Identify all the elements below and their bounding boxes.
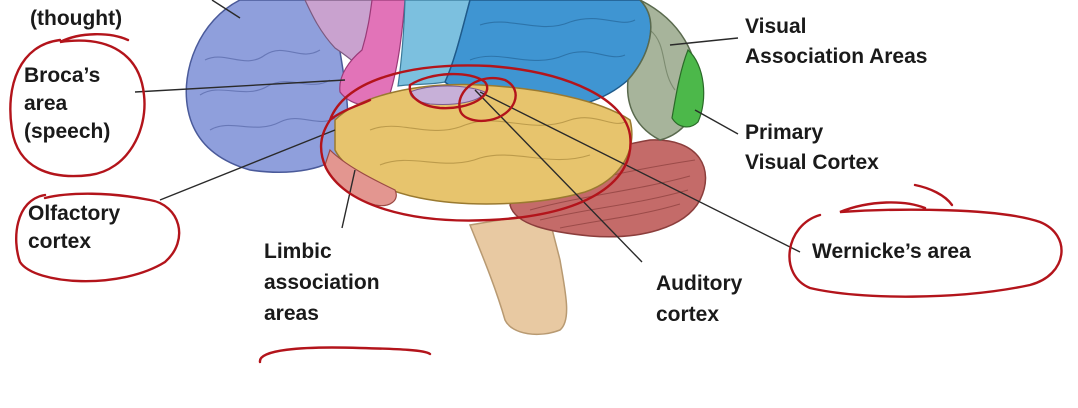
leader-primary-visual: [694, 109, 739, 135]
olfactory-line-2: cortex: [28, 230, 92, 253]
olfactory-cortex-label: Olfactory cortex: [28, 200, 120, 256]
auditory-line-2: cortex: [656, 303, 720, 326]
broca-line-2: area: [24, 92, 68, 115]
ink-circle-temporal: [319, 64, 632, 222]
thought-text: (thought): [30, 7, 123, 30]
ink-loop-wernicke: [458, 77, 517, 123]
thought-label: (thought): [30, 5, 122, 33]
limbic-line-2: association: [264, 271, 380, 294]
ink-circle-olfactory: [15, 192, 181, 283]
visual-association-line-2: Association Areas: [745, 45, 928, 68]
leader-olfactory: [159, 129, 336, 201]
olfactory-line-1: Olfactory: [28, 202, 121, 225]
ink-annotations: [9, 33, 1063, 364]
leader-lines: [134, 0, 801, 263]
visual-association-label: Visual Association Areas: [745, 12, 927, 72]
leader-visual-association: [669, 37, 739, 46]
ink-circle-wernicke: [788, 201, 1063, 298]
broca-line-1: Broca’s: [24, 64, 101, 87]
leader-broca: [134, 79, 346, 93]
broca-area-label: Broca’s area (speech): [24, 62, 110, 146]
limbic-association-label: Limbic association areas: [264, 236, 380, 329]
leader-auditory: [474, 89, 643, 263]
primary-visual-line-1: Primary: [745, 121, 824, 144]
leader-thought: [211, 0, 241, 19]
auditory-line-1: Auditory: [656, 272, 743, 295]
primary-visual-cortex-label: Primary Visual Cortex: [745, 118, 879, 178]
primary-visual-line-2: Visual Cortex: [745, 151, 879, 174]
ink-underline-limbic: [258, 346, 432, 364]
gyri-texture: [199, 18, 676, 166]
ink-loop-auditory: [408, 72, 489, 110]
auditory-cortex-label: Auditory cortex: [656, 268, 742, 330]
visual-association-line-1: Visual: [745, 15, 807, 38]
wernicke-text: Wernicke’s area: [812, 240, 971, 263]
brainstem: [468, 211, 568, 336]
leader-wernicke: [479, 91, 801, 253]
broca-line-3: (speech): [24, 120, 111, 143]
limbic-line-1: Limbic: [264, 240, 332, 263]
wernicke-area-label: Wernicke’s area: [812, 238, 971, 266]
limbic-line-3: areas: [264, 302, 319, 325]
ink-circle-broca: [9, 33, 146, 178]
primary-visual-cortex: [671, 48, 705, 128]
motor-cortex: [339, 0, 406, 106]
ink-tick-wernicke: [913, 183, 954, 207]
leader-limbic: [341, 169, 356, 229]
